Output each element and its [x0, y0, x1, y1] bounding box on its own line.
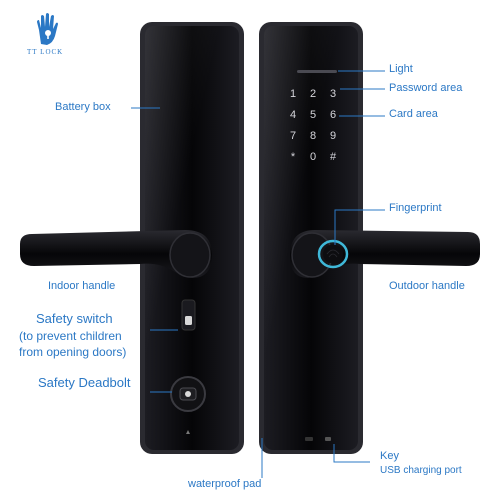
- label-safety-switch-note-2: from opening doors): [19, 345, 127, 359]
- hand-logo-icon: [37, 13, 58, 45]
- outdoor-handle: [290, 230, 480, 278]
- label-usb-charging-port: USB charging port: [380, 465, 462, 476]
- label-key: Key: [380, 450, 399, 462]
- keypad-key[interactable]: 9: [330, 130, 336, 142]
- keypad-key[interactable]: *: [291, 151, 296, 163]
- usb-port: [325, 437, 331, 441]
- label-outdoor-handle: Outdoor handle: [389, 280, 465, 292]
- indoor-handle: [20, 230, 212, 278]
- keypad-key[interactable]: 1: [290, 88, 296, 100]
- safety-switch: [181, 299, 196, 331]
- label-light: Light: [389, 63, 413, 75]
- label-fingerprint: Fingerprint: [389, 202, 442, 214]
- keypad-key[interactable]: 8: [310, 130, 316, 142]
- label-safety-switch: Safety switch: [36, 311, 113, 326]
- label-card-area: Card area: [389, 108, 438, 120]
- label-indoor-handle: Indoor handle: [48, 280, 116, 292]
- label-safety-switch-note-1: (to prevent children: [19, 329, 122, 343]
- keypad-key[interactable]: 4: [290, 109, 296, 121]
- label-safety-deadbolt: Safety Deadbolt: [38, 375, 131, 390]
- keypad-key[interactable]: 7: [290, 130, 296, 142]
- fingerprint-sensor: [317, 239, 349, 269]
- light-bar: [297, 70, 337, 73]
- label-password-area: Password area: [389, 82, 463, 94]
- keypad-key[interactable]: 6: [330, 109, 336, 121]
- keypad-key[interactable]: 3: [330, 88, 336, 100]
- label-waterproof-pad: waterproof pad: [188, 478, 262, 490]
- callout-lines: [131, 70, 385, 478]
- keypad-key[interactable]: #: [330, 151, 337, 163]
- brand-name: TT LOCK: [27, 48, 64, 56]
- keypad-key[interactable]: 2: [310, 88, 316, 100]
- label-battery-box: Battery box: [55, 101, 111, 113]
- keypad-key[interactable]: 0: [310, 151, 316, 163]
- keypad: 1 2 3 4 5 6 7 8 9 * 0 #: [290, 88, 337, 163]
- keypad-key[interactable]: 5: [310, 109, 316, 121]
